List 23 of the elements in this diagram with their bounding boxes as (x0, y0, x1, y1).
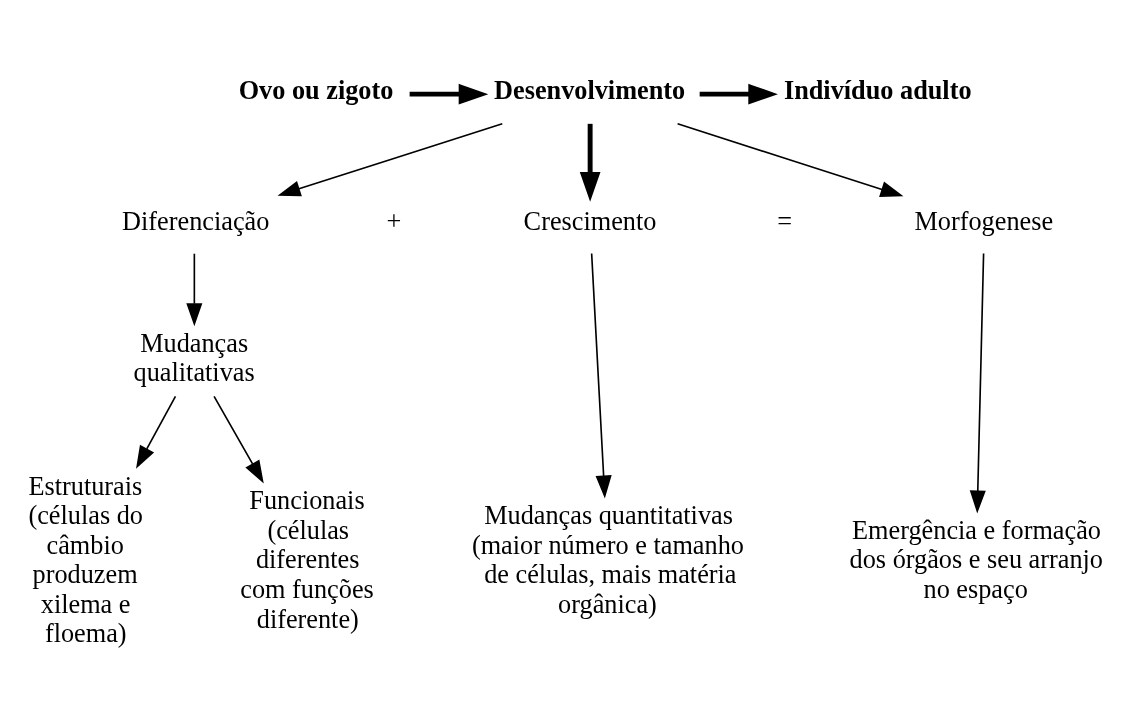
arrow (676, 123, 904, 197)
arrow (590, 252, 612, 499)
node-text: Funcionais (células diferentes com funções diferente) (240, 486, 374, 634)
arrow (579, 123, 601, 202)
node-text: Indivíduo adulto (783, 75, 972, 105)
arrow (277, 123, 504, 197)
arrow (213, 395, 264, 484)
label: = (777, 207, 793, 237)
node-text: Ovo ou zigoto (238, 75, 394, 105)
node-text: Diferenciação (122, 207, 270, 237)
node-text: Emergência e formação dos órgãos e seu arranjo no espaço (849, 515, 1103, 604)
node-text: Crescimento (523, 207, 657, 237)
node-text: Mudanças quantitativas (maior número e tamanho de células, mais matéria orgânica) (471, 501, 744, 619)
arrow (969, 252, 986, 514)
label: + (386, 207, 402, 237)
arrow (699, 83, 778, 105)
arrow (136, 395, 177, 469)
node-text: Desenvolvimento (494, 75, 686, 105)
arrow (186, 252, 203, 327)
node-text: Morfogenese (914, 207, 1054, 237)
node-text: Estruturais (células do câmbio produzem xilema e floema) (28, 471, 143, 649)
node-text: Mudanças qualitativas (133, 328, 255, 388)
arrow (409, 83, 489, 105)
